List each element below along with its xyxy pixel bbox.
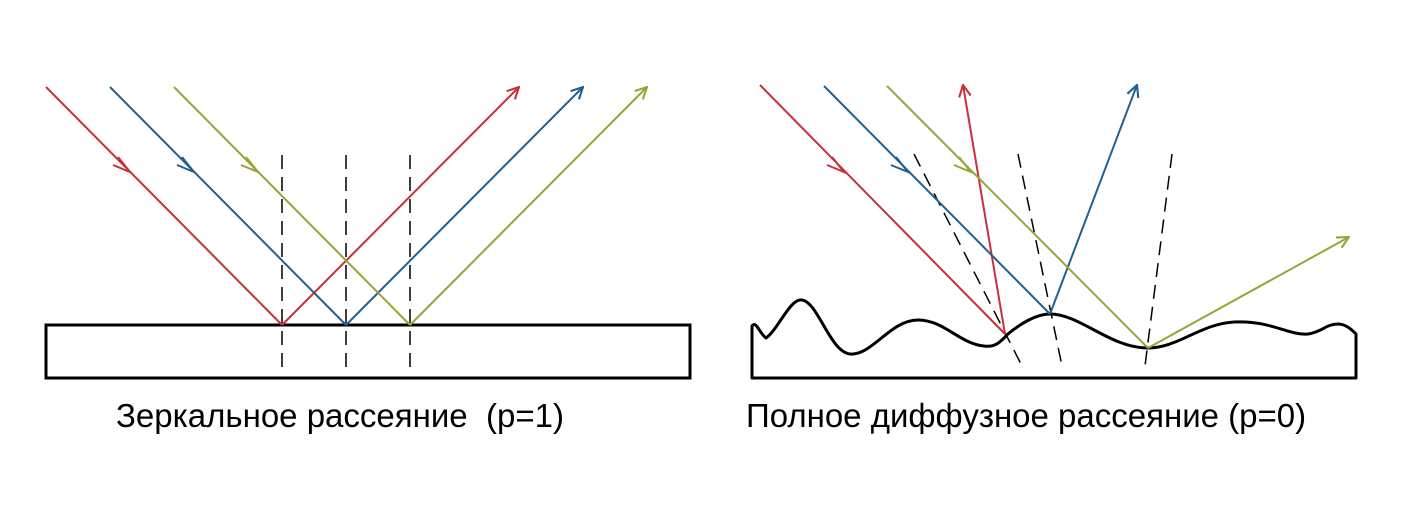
reflected-ray-blue-diffuse	[1049, 85, 1137, 315]
specular-scattering-caption: Зеркальное рассеяние (p=1)	[116, 397, 564, 434]
specular-normals	[281, 155, 411, 370]
incident-ray-blue	[109, 86, 347, 326]
incident-ray-olive-diffuse	[886, 85, 1149, 349]
incident-arrowhead-red-diffuse	[826, 156, 848, 175]
local-normal-1	[913, 153, 1023, 367]
specular-ray-blue	[109, 86, 583, 326]
diffuse-ray-blue	[823, 85, 1137, 315]
incident-ray-blue-diffuse	[823, 85, 1051, 315]
specular-ray-red	[45, 86, 519, 326]
reflected-ray-blue	[345, 87, 583, 326]
incident-arrowhead-red	[112, 156, 134, 175]
incident-ray-red	[45, 86, 283, 326]
diffuse-ray-red	[759, 84, 1006, 335]
reflected-ray-red-diffuse	[963, 85, 1006, 335]
diffuse-scattering-caption: Полное диффузное рассеяние (p=0)	[746, 397, 1307, 434]
incident-ray-red-diffuse	[759, 84, 1006, 335]
incident-arrowhead-olive	[240, 156, 262, 175]
incident-arrowhead-olive-diffuse	[953, 156, 975, 175]
incident-arrowhead-blue	[176, 156, 198, 175]
incident-arrowhead-blue-diffuse	[890, 156, 912, 175]
specular-surface	[44, 323, 692, 380]
reflected-ray-red	[281, 87, 519, 326]
specular-panel	[44, 86, 692, 380]
reflected-ray-olive	[409, 87, 647, 326]
incident-ray-olive	[173, 86, 411, 326]
diffuse-ray-olive	[886, 85, 1349, 349]
specular-ray-olive	[173, 86, 647, 326]
rough-surface	[750, 298, 1358, 380]
reflected-ray-olive-diffuse	[1147, 237, 1349, 349]
diffuse-panel	[750, 84, 1358, 380]
local-normal-3	[1144, 153, 1173, 367]
local-normal-2	[1017, 153, 1063, 367]
